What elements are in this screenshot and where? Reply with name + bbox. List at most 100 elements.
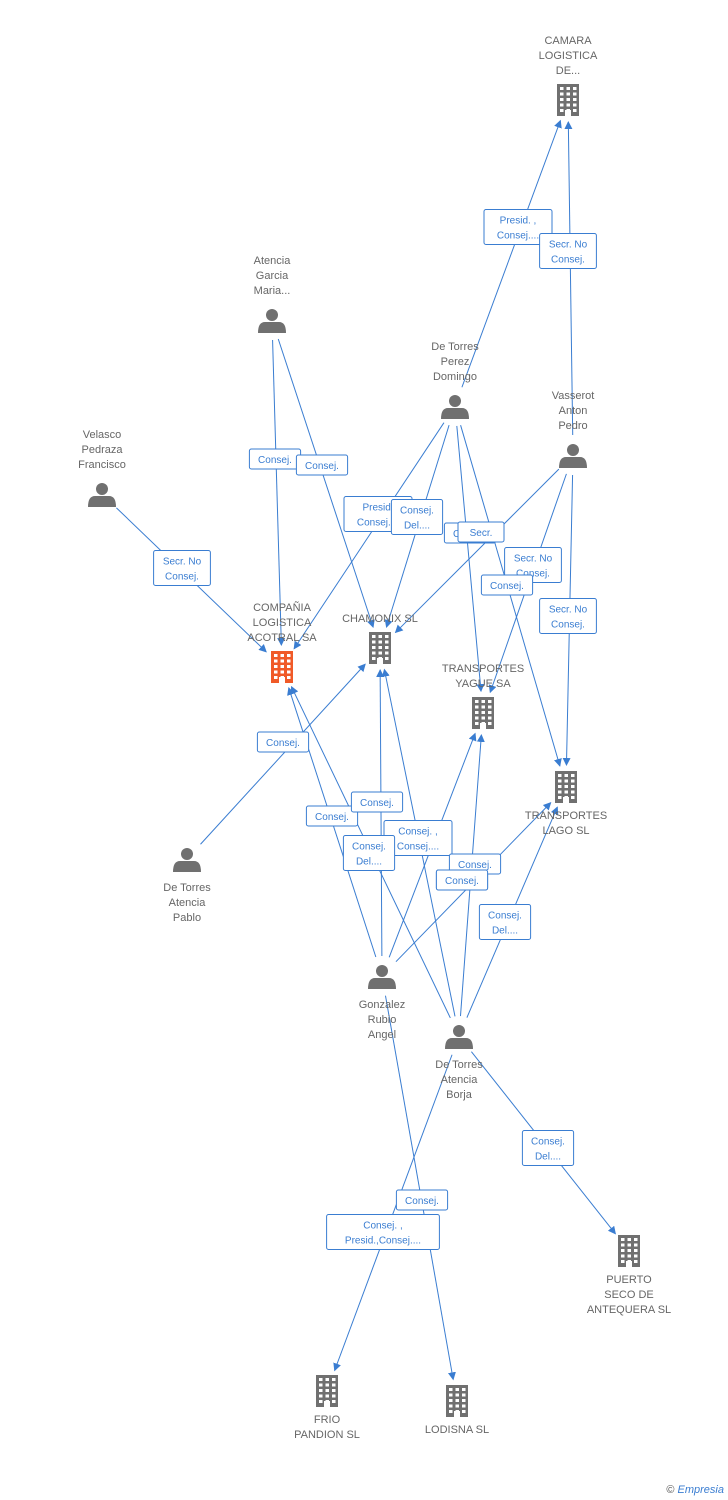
edge-label[interactable]: Presid. ,Consej.... xyxy=(483,209,553,245)
edge-label-box xyxy=(480,574,534,596)
node-label: Pablo xyxy=(173,912,201,924)
edge-label[interactable]: Consej.Del.... xyxy=(521,1130,575,1166)
edge-label-text: Consej.... xyxy=(497,231,539,242)
edge-label-text: Del.... xyxy=(356,857,382,868)
edge-label-box xyxy=(295,454,349,476)
building-icon xyxy=(618,1235,640,1267)
edge-label-text: Secr. No xyxy=(549,605,588,616)
edge-label[interactable]: Consej. xyxy=(256,731,310,753)
node-label: De Torres xyxy=(435,1059,483,1071)
edge-label[interactable]: Consej. xyxy=(395,1189,449,1211)
node-label: YAGUE SA xyxy=(455,678,511,690)
node-puerto[interactable]: PUERTO SECO DE ANTEQUERA SL xyxy=(587,1235,671,1316)
brand-name[interactable]: Empresia xyxy=(677,1484,724,1496)
person-icon xyxy=(559,444,587,468)
node-label: SECO DE xyxy=(604,1289,654,1301)
edge-label-text: Consej. xyxy=(258,455,292,466)
node-label: Borja xyxy=(446,1089,473,1101)
node-label: PUERTO xyxy=(606,1274,652,1286)
edge-label[interactable]: Consej. Del.... xyxy=(390,499,444,535)
edge-gonzalez-to-lodisna xyxy=(384,995,456,1381)
edge-label-text: Consej. xyxy=(458,860,492,871)
edge-label-text: Consej. xyxy=(551,255,585,266)
edge-label-box xyxy=(483,209,553,245)
node-label: ANTEQUERA SL xyxy=(587,1304,671,1316)
edge-de_torres_perez-to-lago xyxy=(460,425,562,767)
node-label: Pedraza xyxy=(82,444,124,456)
edge-label-box xyxy=(435,869,489,891)
building-icon xyxy=(271,651,293,683)
node-chamonix[interactable]: CHAMONIX SL xyxy=(342,613,418,664)
edge-label-text: Consej. xyxy=(165,572,199,583)
edge-labels-layer: Presid. ,Consej....Secr. NoConsej.Consej… xyxy=(153,209,597,1250)
edge-label-text: Consej. xyxy=(488,911,522,922)
edge-label-text: Consej.... xyxy=(357,518,399,529)
node-lodisna[interactable]: LODISNA SL xyxy=(425,1385,489,1436)
edge-label[interactable]: Secr. No Consej. xyxy=(539,598,597,634)
edge-label[interactable]: Consej.Del.... xyxy=(342,835,396,871)
node-label: Velasco xyxy=(83,429,122,441)
node-camara[interactable]: CAMARALOGISTICADE... xyxy=(539,35,598,116)
edge-label[interactable]: Secr. No Consej. xyxy=(153,550,211,586)
node-label: DE... xyxy=(556,65,580,77)
node-atencia_garcia[interactable]: AtenciaGarciaMaria... xyxy=(254,255,292,333)
node-label: Anton xyxy=(559,405,588,417)
node-label: LODISNA SL xyxy=(425,1424,489,1436)
edge-label-box xyxy=(305,805,359,827)
edge-label-text: Consej. xyxy=(551,620,585,631)
edge-label-text: Presid.,Consej.... xyxy=(345,1236,421,1247)
node-label: LOGISTICA xyxy=(539,50,598,62)
edge-label-text: Secr. xyxy=(470,528,493,539)
node-label: Vasserot xyxy=(552,390,595,402)
building-icon xyxy=(446,1385,468,1417)
node-label: De Torres xyxy=(431,341,479,353)
edge-label-text: Consej. xyxy=(400,506,434,517)
edge-label[interactable]: Consej. xyxy=(305,805,359,827)
edge-de_torres_pablo-to-chamonix xyxy=(200,663,366,845)
edge-label[interactable]: Secr. xyxy=(457,521,505,543)
edge-label-box xyxy=(539,598,597,634)
node-yague[interactable]: TRANSPORTES YAGUE SA xyxy=(442,663,524,729)
node-label: CHAMONIX SL xyxy=(342,613,418,625)
node-label: Angel xyxy=(368,1029,396,1041)
edge-label[interactable]: Consej. xyxy=(480,574,534,596)
edge-label-text: Consej. xyxy=(445,876,479,887)
edge-label[interactable]: Consej. xyxy=(248,448,302,470)
edge-label[interactable]: Consej. ,Presid.,Consej.... xyxy=(326,1214,440,1250)
node-label: Domingo xyxy=(433,371,477,383)
edge-label-text: Del.... xyxy=(404,521,430,532)
person-icon xyxy=(88,483,116,507)
edge-label-box xyxy=(390,499,444,535)
edge-label[interactable]: Consej. xyxy=(350,791,404,813)
edge-de_torres_borja-to-frio xyxy=(333,1054,453,1372)
person-icon xyxy=(258,309,286,333)
edge-label-text: Consej. xyxy=(531,1137,565,1148)
person-icon xyxy=(173,848,201,872)
person-icon xyxy=(368,965,396,989)
edge-label-box xyxy=(256,731,310,753)
edge-label[interactable]: Consej. xyxy=(435,869,489,891)
node-label: Maria... xyxy=(254,285,291,297)
edge-label-text: Del.... xyxy=(492,926,518,937)
node-label: Francisco xyxy=(78,459,126,471)
edge-label[interactable]: Consej. xyxy=(295,454,349,476)
node-label: TRANSPORTES xyxy=(525,810,607,822)
node-label: De Torres xyxy=(163,882,211,894)
edge-vasserot-to-chamonix xyxy=(394,468,560,634)
building-icon xyxy=(369,632,391,664)
node-label: TRANSPORTES xyxy=(442,663,524,675)
edge-label[interactable]: Consej. Del.... xyxy=(478,904,532,940)
edge-label-text: Secr. No xyxy=(163,557,202,568)
node-label: Rubio xyxy=(368,1014,397,1026)
